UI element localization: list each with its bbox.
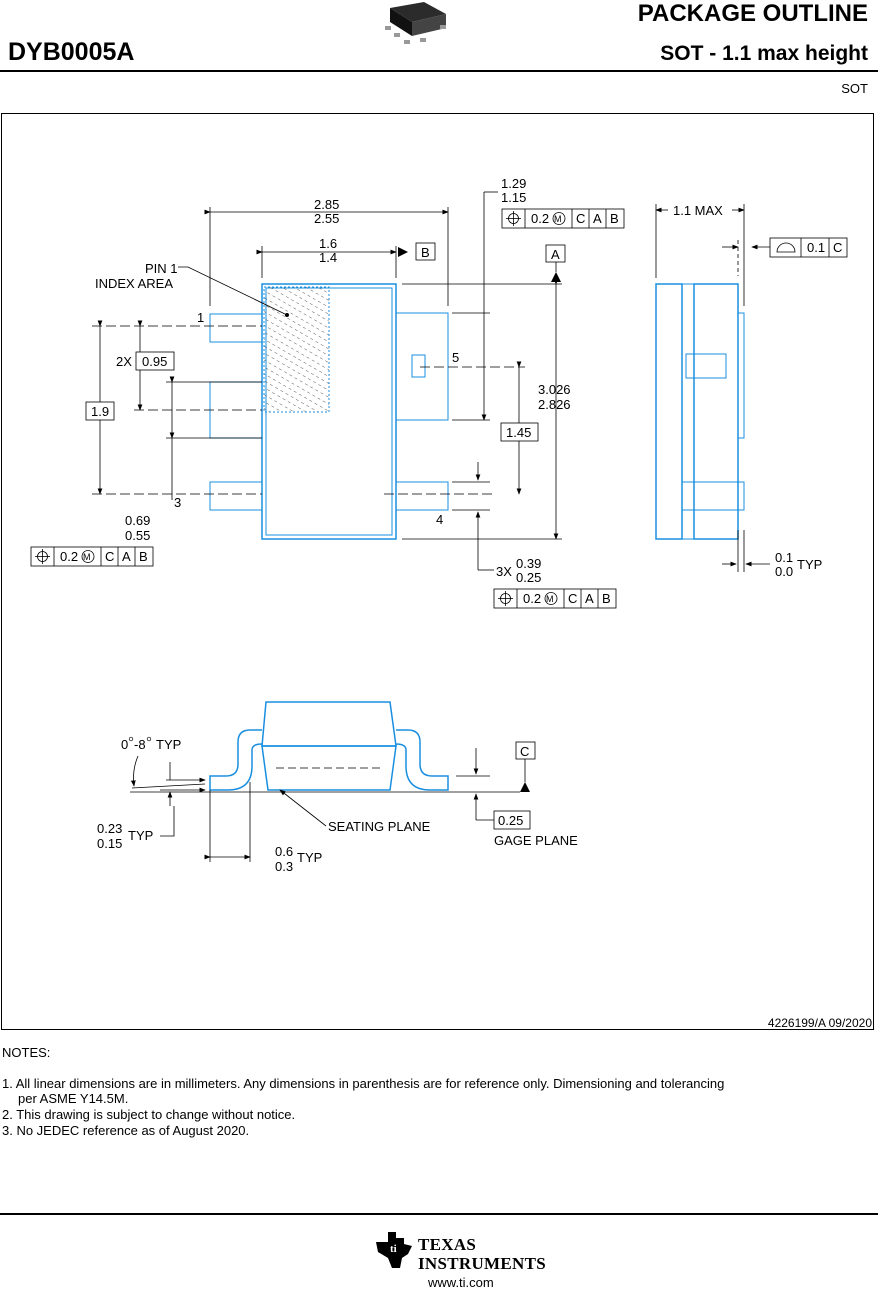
datum-a-box (545, 244, 566, 263)
pin-number-3: 3 (174, 495, 181, 510)
right-pitch: 1.45 (506, 425, 531, 440)
fcf-right: 0.2 M C A B (501, 208, 625, 229)
svg-text:B: B (139, 549, 148, 564)
body-length-min: 2.826 (538, 397, 571, 412)
body-width-max: 1.6 (319, 236, 337, 251)
angle-end: -8 (134, 737, 146, 752)
fcf-flatness: 0.1 C (769, 237, 848, 258)
overall-width-min: 2.55 (314, 211, 339, 226)
svg-text:0.2: 0.2 (531, 211, 549, 226)
pin1-index-area (263, 286, 330, 413)
svg-text:C: C (576, 211, 585, 226)
lead-5-slot (411, 354, 426, 378)
small-lead-prefix: 3X (496, 564, 512, 579)
pin-number-4: 4 (436, 512, 443, 527)
standoff-min: 0.0 (775, 564, 793, 579)
small-lead-max: 0.39 (516, 556, 541, 571)
thickness-suffix: TYP (128, 828, 153, 843)
right-lead-width-min: 1.15 (501, 190, 526, 205)
top-view: 2.85 2.55 1.6 1.4 B A 3.026 2.826 1.29 1… (30, 176, 625, 609)
lead-4 (395, 481, 449, 511)
overall-width-max: 2.85 (314, 197, 339, 212)
thickness-min: 0.15 (97, 836, 122, 851)
pin1-label-line2: INDEX AREA (95, 276, 173, 291)
svg-text:B: B (602, 591, 611, 606)
document-id: DYB0005A (8, 38, 135, 66)
note-3: 3. No JEDEC reference as of August 2020. (2, 1123, 250, 1138)
ti-logo-icon: ti (376, 1232, 412, 1268)
foot-length-min: 0.3 (275, 859, 293, 874)
pin-number-5: 5 (452, 350, 459, 365)
gage-plane-label: GAGE PLANE (494, 833, 578, 848)
page-title: PACKAGE OUTLINE (637, 0, 868, 27)
notes-title: NOTES: (2, 1045, 51, 1060)
lead-3 (209, 481, 263, 511)
datum-b-box (415, 242, 436, 261)
fcf-bottom-left: 0.2 M C A B (30, 546, 154, 567)
fcf-bottom-right: 0.2 M C A B (493, 588, 617, 609)
small-lead-min: 0.25 (516, 570, 541, 585)
package-code: SOT (841, 81, 868, 96)
svg-text:B: B (610, 211, 619, 226)
pin-number-1: 1 (197, 310, 204, 325)
svg-text:C: C (568, 591, 577, 606)
lead-1 (209, 313, 263, 343)
standoff-max: 0.1 (775, 550, 793, 565)
svg-text:C: C (833, 240, 842, 255)
lead-5 (395, 312, 449, 421)
svg-text:A: A (585, 591, 594, 606)
datum-b: B (421, 245, 430, 260)
gage-value: 0.25 (498, 813, 523, 828)
header-rule (0, 70, 878, 72)
svg-text:M: M (546, 594, 554, 604)
footer-rule (0, 1213, 878, 1215)
foot-length-suffix: TYP (297, 850, 322, 865)
max-height: 1.1 MAX (673, 203, 723, 218)
right-lead-width-max: 1.29 (501, 176, 526, 191)
angle-suffix: TYP (156, 737, 181, 752)
side-view: 1.1 MAX 0.1 C 0.1 0.0 TYP (655, 203, 848, 579)
row-span-value: 1.9 (91, 404, 109, 419)
drawing-frame (1, 113, 874, 1030)
seating-plane-label: SEATING PLANE (328, 819, 431, 834)
lead-width-min: 0.55 (125, 528, 150, 543)
website-link[interactable]: www.ti.com (428, 1275, 494, 1290)
svg-text:ti: ti (390, 1243, 397, 1255)
package-thumbnail-icon (385, 2, 446, 44)
body-length-max: 3.026 (538, 382, 571, 397)
datum-c: C (520, 744, 529, 759)
standoff-suffix: TYP (797, 557, 822, 572)
drawing-reference: 4226199/A 09/2020 (767, 1016, 872, 1030)
pin1-label-line1: PIN 1 (145, 261, 178, 276)
profile-view: 0.6 0.3 TYP 0 -8 TYP 0.23 0.15 TYP SEATI… (97, 701, 578, 874)
note-1: 1. All linear dimensions are in millimet… (2, 1076, 822, 1106)
svg-text:M: M (83, 552, 91, 562)
note-2: 2. This drawing is subject to change wit… (2, 1107, 296, 1122)
svg-text:A: A (593, 211, 602, 226)
datum-a: A (551, 247, 560, 262)
svg-text:0.2: 0.2 (523, 591, 541, 606)
company-name-line2: INSTRUMENTS (418, 1254, 546, 1273)
package-drawing: 2.85 2.55 1.6 1.4 B A 3.026 2.826 1.29 1… (30, 176, 848, 874)
company-name-line1: TEXAS (418, 1235, 477, 1254)
foot-length-max: 0.6 (275, 844, 293, 859)
pitch-value: 0.95 (142, 354, 167, 369)
svg-text:A: A (122, 549, 131, 564)
angle-start: 0 (121, 737, 128, 752)
svg-text:C: C (105, 549, 114, 564)
datum-c-box (515, 741, 536, 760)
lead-width-max: 0.69 (125, 513, 150, 528)
svg-text:M: M (554, 214, 562, 224)
thickness-max: 0.23 (97, 821, 122, 836)
page-subtitle: SOT - 1.1 max height (660, 42, 868, 65)
pitch-prefix: 2X (116, 354, 132, 369)
note-1-line-2: per ASME Y14.5M. (18, 1091, 129, 1106)
svg-text:0.2: 0.2 (60, 549, 78, 564)
note-1-line-1: 1. All linear dimensions are in millimet… (2, 1076, 725, 1091)
body-width-min: 1.4 (319, 250, 337, 265)
svg-text:0.1: 0.1 (807, 240, 825, 255)
